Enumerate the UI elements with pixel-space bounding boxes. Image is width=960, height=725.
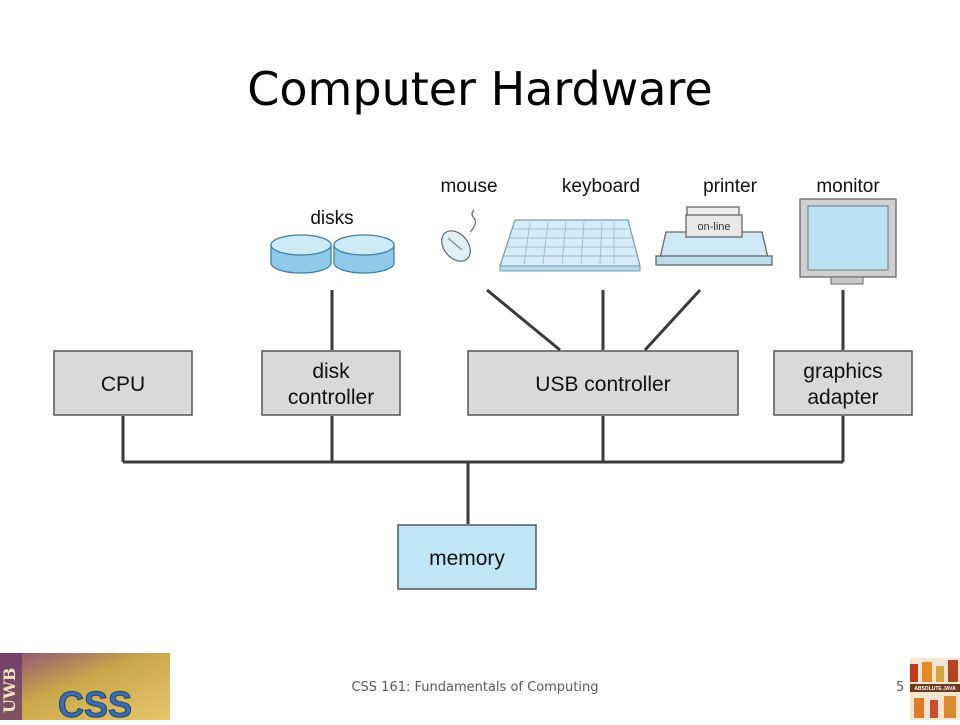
memory-box: memory (397, 524, 537, 590)
uwb-css-logo: UWB CSS (0, 653, 170, 725)
cpu-box: CPU (53, 350, 193, 416)
usb-controller-box: USB controller (467, 350, 739, 416)
slide-title: Computer Hardware (247, 62, 713, 116)
printer-screen-text: on-line (697, 221, 730, 233)
disk-controller-label-line1: disk (312, 360, 350, 383)
printer-icon: on-line (655, 206, 773, 266)
disks-label: disks (310, 208, 353, 229)
graphics-adapter-label-line1: graphics (803, 360, 882, 383)
memory-label: memory (429, 547, 505, 570)
uwb-logo-text: UWB (0, 668, 19, 713)
disk-controller-label-line2: controller (288, 386, 374, 409)
absolute-java-book-icon: ABSOLUTE JAVA (910, 658, 960, 720)
usb-controller-label: USB controller (535, 373, 670, 396)
keyboard-label: keyboard (562, 176, 640, 197)
graphics-adapter-label-line2: adapter (807, 386, 878, 409)
mouse-icon (441, 209, 476, 262)
graphics-adapter-box: graphics adapter (773, 350, 913, 416)
footer-course-title: CSS 161: Fundamentals of Computing (351, 680, 599, 695)
cpu-label: CPU (101, 373, 145, 396)
printer-label: printer (703, 176, 758, 197)
book-title-text: ABSOLUTE JAVA (914, 686, 956, 692)
page-number: 5 (896, 680, 905, 695)
bus-lines (121, 288, 845, 524)
keyboard-icon (499, 219, 641, 272)
disks-icon (270, 234, 395, 274)
css-logo-text: CSS (58, 684, 132, 720)
mouse-label: mouse (440, 176, 497, 197)
monitor-label: monitor (816, 176, 880, 197)
disk-controller-box: disk controller (261, 350, 401, 416)
monitor-icon (799, 198, 897, 285)
